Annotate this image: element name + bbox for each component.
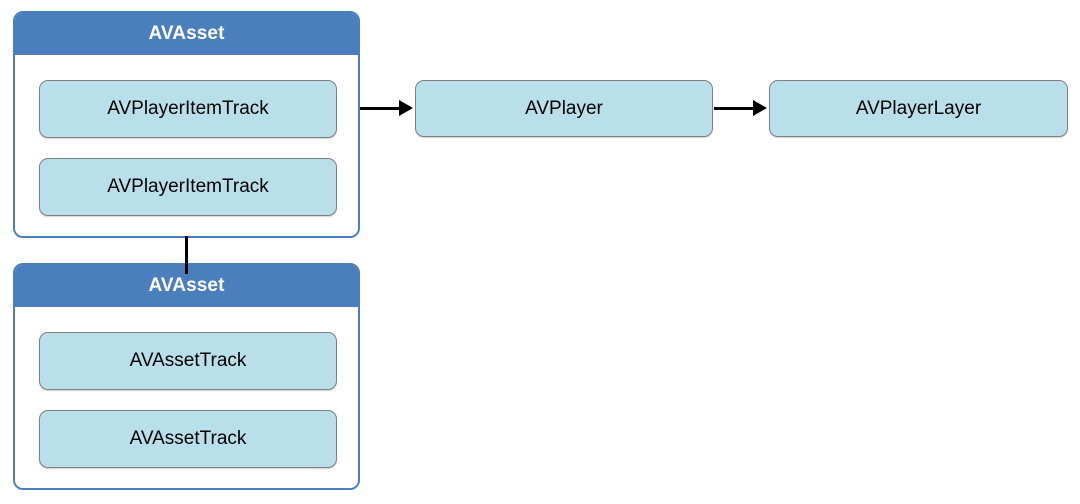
group-body-asset-bottom: AVAssetTrack AVAssetTrack bbox=[15, 307, 358, 488]
group-box-asset-bottom[interactable]: AVAsset AVAssetTrack AVAssetTrack bbox=[13, 263, 360, 490]
node-player-layer[interactable]: AVPlayerLayer bbox=[769, 80, 1068, 137]
group-header-asset-top: AVAsset bbox=[15, 13, 358, 55]
connector-asset-to-player-line bbox=[360, 107, 401, 110]
connector-player-to-player-layer-line bbox=[714, 107, 755, 110]
node-player[interactable]: AVPlayer bbox=[415, 80, 713, 137]
connector-asset-top-to-asset-bottom-line bbox=[185, 236, 188, 274]
connector-asset-to-player-arrowhead bbox=[399, 100, 413, 116]
node-asset-track-2[interactable]: AVAssetTrack bbox=[39, 410, 337, 468]
node-asset-track-1[interactable]: AVAssetTrack bbox=[39, 332, 337, 390]
group-box-asset-top[interactable]: AVAsset AVPlayerItemTrack AVPlayerItemTr… bbox=[13, 11, 360, 238]
node-player-item-track-2[interactable]: AVPlayerItemTrack bbox=[39, 158, 337, 216]
node-player-item-track-1[interactable]: AVPlayerItemTrack bbox=[39, 80, 337, 138]
connector-player-to-player-layer-arrowhead bbox=[753, 100, 767, 116]
group-body-asset-top: AVPlayerItemTrack AVPlayerItemTrack bbox=[15, 55, 358, 236]
